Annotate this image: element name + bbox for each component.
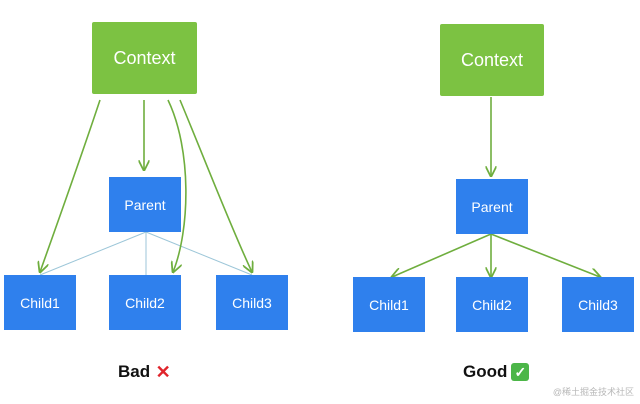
- bad-verdict: Bad ✕: [118, 362, 172, 382]
- bad-child3-node: Child3: [216, 275, 288, 330]
- good-child3-node: Child3: [562, 277, 634, 332]
- bad-label: Bad: [118, 362, 151, 381]
- cross-mark-icon: ✕: [155, 362, 171, 382]
- good-parent-child3-arrow: [490, 233, 600, 277]
- good-child1-node: Child1: [353, 277, 425, 332]
- bad-context-child1-arrow: [40, 99, 101, 272]
- bad-context-child2-arrow: [167, 99, 187, 272]
- good-label: Good: [463, 362, 508, 381]
- watermark: @稀土掘金技术社区: [552, 387, 634, 397]
- bad-parent-child3-line: [145, 231, 253, 276]
- bad-context-node: Context: [92, 22, 197, 94]
- good-verdict: Good ✓: [463, 362, 530, 382]
- good-child2-node: Child2: [456, 277, 528, 332]
- bad-child2-node: Child2: [109, 275, 181, 330]
- bad-parent-child1-line: [39, 231, 147, 276]
- good-parent-node: Parent: [456, 179, 528, 234]
- bad-context-child3-arrow: [179, 99, 252, 272]
- bad-parent-node: Parent: [109, 177, 181, 232]
- bad-child1-node: Child1: [4, 275, 76, 330]
- good-parent-child1-arrow: [392, 233, 492, 277]
- good-context-node: Context: [440, 24, 544, 96]
- check-mark-icon: ✓: [511, 363, 530, 381]
